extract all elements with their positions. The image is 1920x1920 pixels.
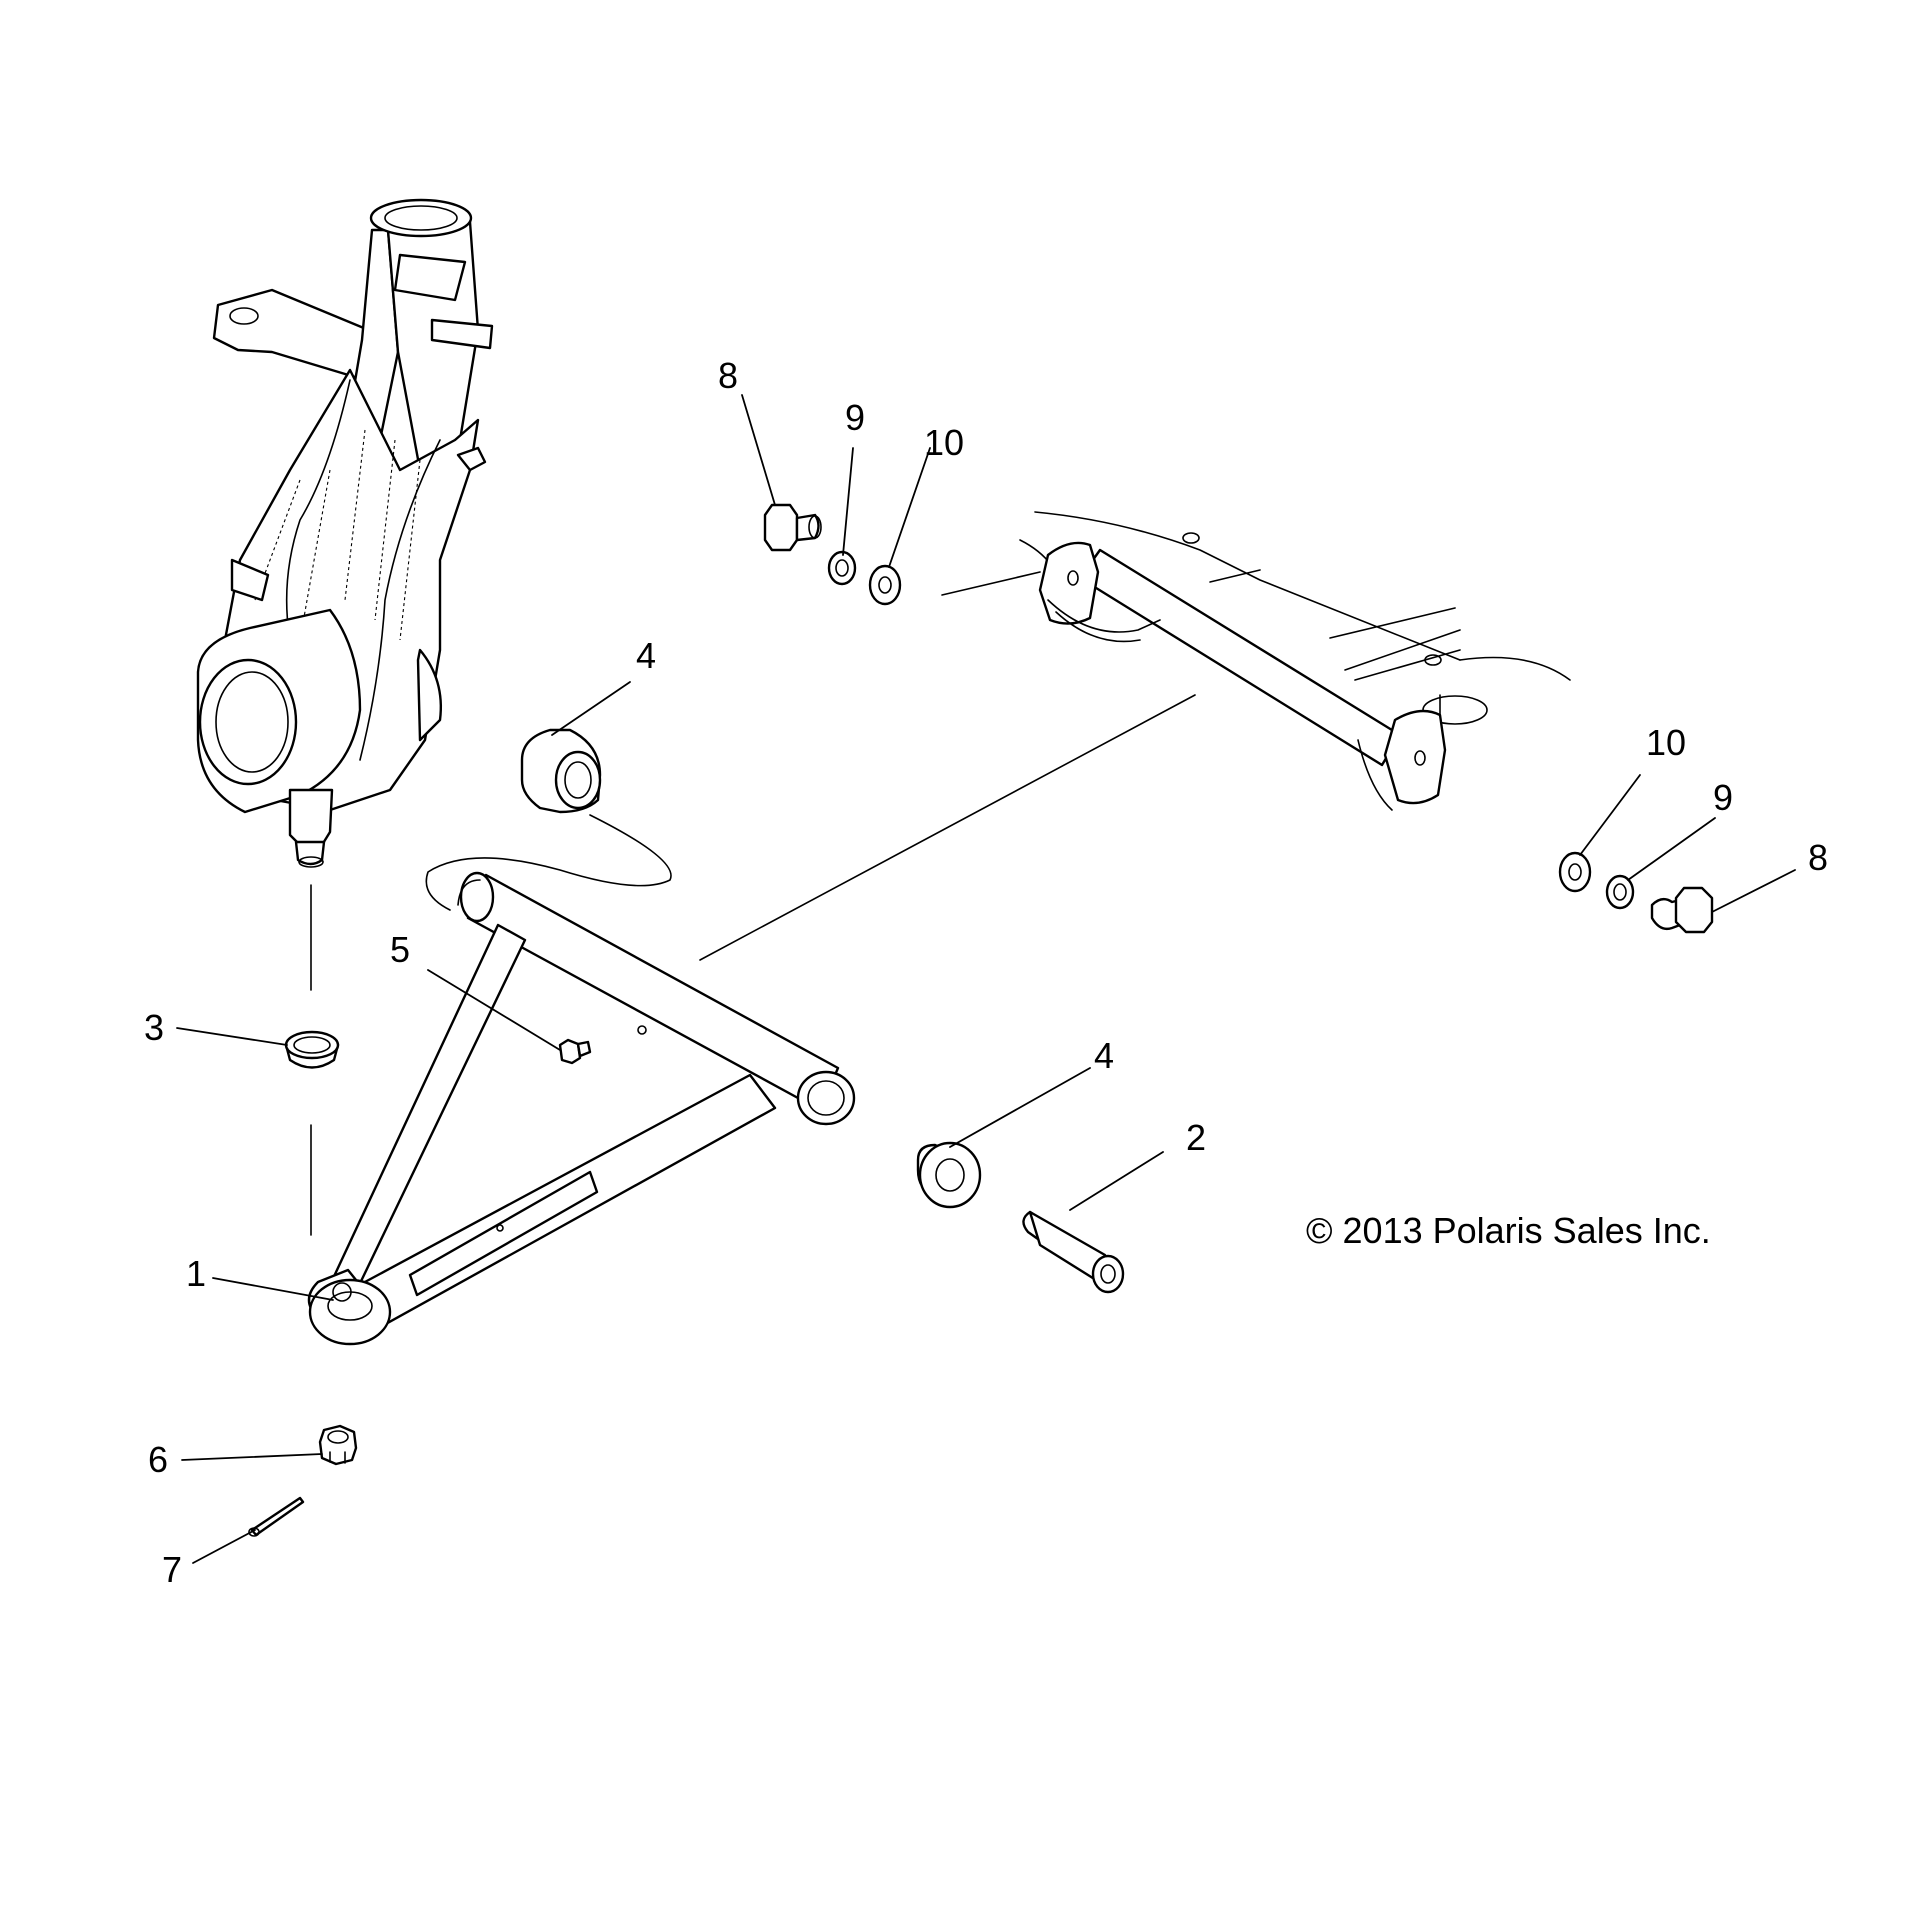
leader-9b — [1627, 817, 1716, 881]
callout-4-upper: 4 — [636, 635, 656, 676]
ball-joint-cup — [284, 1030, 340, 1069]
leader-2 — [1069, 1151, 1164, 1211]
leader-8b — [1711, 869, 1796, 913]
callout-3: 3 — [144, 1007, 164, 1048]
castle-nut — [318, 1424, 358, 1466]
assembly-line — [699, 694, 1196, 961]
bushing-upper — [520, 728, 602, 814]
leader-8a — [741, 394, 776, 506]
callout-9-lower: 9 — [1713, 777, 1733, 818]
callout-9-upper: 9 — [845, 397, 865, 438]
flat-washer-upper — [868, 564, 902, 606]
assembly-line — [941, 571, 1041, 596]
pivot-sleeve — [1022, 1210, 1125, 1294]
flat-washer-lower — [1558, 851, 1592, 893]
leader-1 — [212, 1277, 334, 1301]
callout-8-lower: 8 — [1808, 837, 1828, 878]
bushing-lower — [916, 1141, 982, 1209]
leader-4a — [551, 681, 631, 736]
frame-section — [1019, 511, 1571, 811]
leader-10a — [888, 447, 931, 568]
callout-8-upper: 8 — [718, 355, 738, 396]
callout-6: 6 — [148, 1439, 168, 1480]
leader-9a — [842, 447, 854, 556]
cotter-pin — [248, 1496, 305, 1537]
leader-4b — [949, 1067, 1091, 1148]
bolt-lower — [1650, 886, 1714, 934]
callout-5: 5 — [390, 929, 410, 970]
lock-washer-upper — [827, 550, 857, 586]
steering-knuckle — [196, 198, 494, 868]
assembly-line — [425, 814, 672, 911]
leader-6 — [181, 1453, 323, 1461]
a-arm — [307, 871, 856, 1346]
callout-1: 1 — [186, 1253, 206, 1294]
leader-7 — [192, 1529, 256, 1564]
copyright-notice: © 2013 Polaris Sales Inc. — [1306, 1210, 1711, 1251]
leader-3 — [176, 1027, 288, 1046]
leader-10b — [1579, 774, 1641, 856]
lock-washer-lower — [1605, 874, 1635, 910]
grease-fitting — [558, 1038, 592, 1065]
callout-10-lower: 10 — [1646, 722, 1686, 763]
bolt-upper — [763, 503, 822, 552]
callout-4-lower: 4 — [1094, 1035, 1114, 1076]
callout-2: 2 — [1186, 1117, 1206, 1158]
callout-7: 7 — [162, 1549, 182, 1590]
leader-5 — [427, 969, 561, 1051]
callout-10-upper: 10 — [924, 422, 964, 463]
